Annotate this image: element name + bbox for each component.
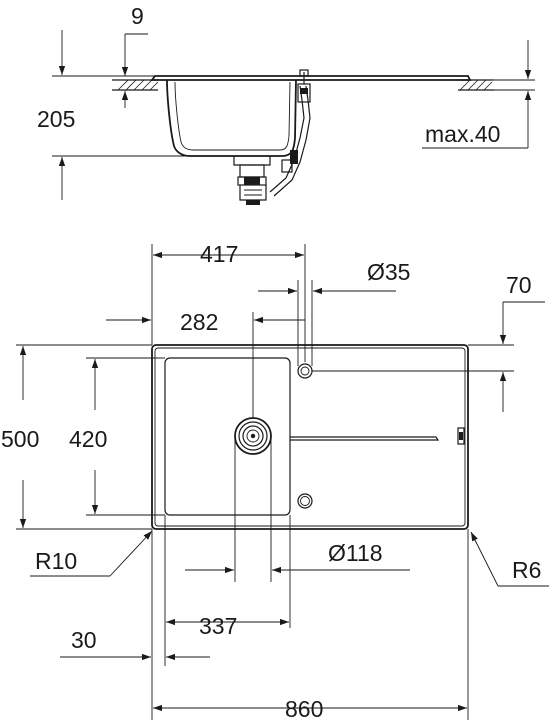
dim-bowl-center: 282	[106, 309, 305, 418]
overflow-hole	[297, 493, 313, 509]
dim-bowl-to-hole: 417	[151, 241, 306, 362]
dim-bowl-to-hole-label: 417	[200, 241, 238, 267]
side-view: 9 205 max.40	[37, 3, 535, 205]
dim-bowl-depth-label: 420	[69, 426, 107, 452]
tap-hole	[297, 363, 313, 379]
drain-icon	[234, 417, 272, 455]
dim-depth-label: 205	[37, 106, 75, 132]
dim-bowl-width: 337	[164, 515, 291, 666]
worktop-hatch-left	[112, 79, 159, 91]
sink-outline	[151, 344, 469, 530]
dim-drain: Ø118	[185, 436, 410, 582]
dim-max-worktop-label: max.40	[425, 121, 500, 147]
dim-hole-offset-label: 70	[506, 272, 532, 298]
drainer-rib	[290, 436, 440, 441]
dim-corner-outer: R10	[30, 530, 153, 577]
dim-edge: 30	[60, 529, 210, 720]
dim-hole-offset: 70	[312, 272, 545, 412]
dim-bowl-width-label: 337	[199, 613, 237, 639]
worktop-hatch-right	[458, 79, 494, 91]
dim-total-width: 860	[153, 529, 469, 720]
dim-top-thickness-label: 9	[131, 3, 144, 29]
dim-corner-outer-label: R10	[35, 548, 77, 574]
dim-depth: 205	[37, 30, 188, 200]
dim-drain-label: Ø118	[328, 540, 383, 566]
dim-top-thickness: 9	[121, 3, 148, 108]
sink-profile	[150, 69, 472, 205]
dim-corner-inner-label: R6	[512, 557, 541, 583]
dim-bowl-depth: 420	[69, 357, 165, 516]
dim-tap-hole: Ø35	[258, 259, 410, 366]
overflow-slot	[457, 427, 465, 445]
dim-total-depth: 500	[1, 344, 152, 530]
dim-total-depth-label: 500	[1, 426, 39, 452]
dim-tap-hole-label: Ø35	[367, 259, 410, 285]
dim-max-worktop: max.40	[422, 40, 535, 149]
dim-total-width-label: 860	[285, 696, 323, 720]
dim-edge-label: 30	[71, 627, 97, 653]
dim-corner-inner: R6	[470, 531, 549, 587]
dim-bowl-center-label: 282	[180, 309, 218, 335]
top-view: 417 Ø35 70 282	[1, 241, 549, 720]
